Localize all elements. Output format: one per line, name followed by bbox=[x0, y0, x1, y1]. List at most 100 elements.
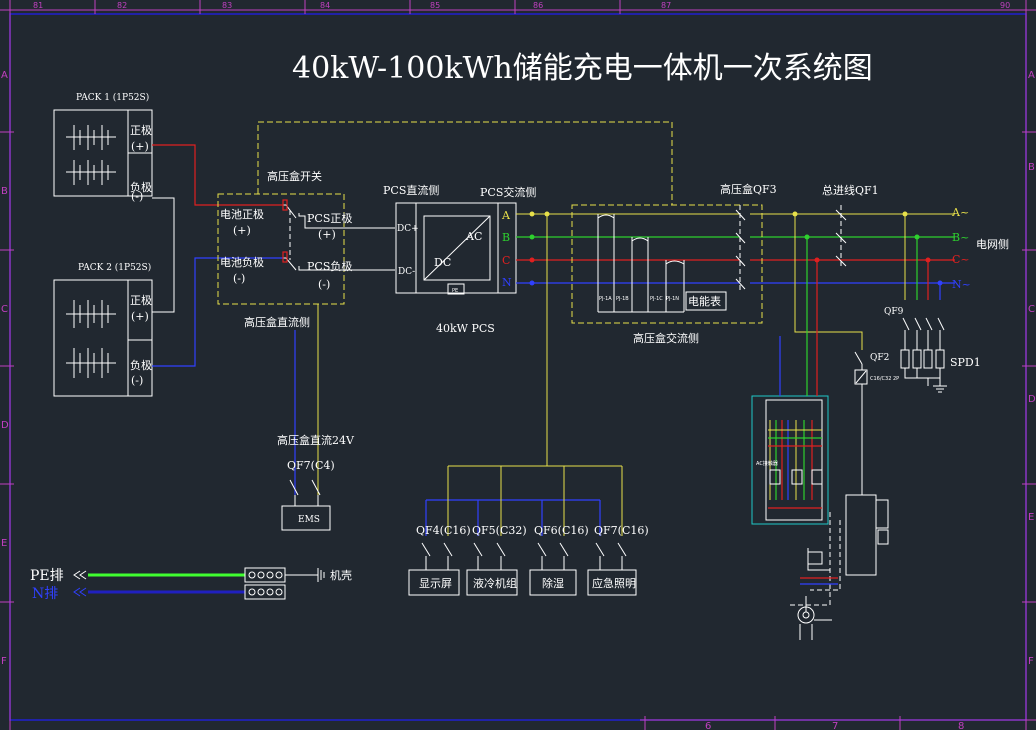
qf9-label: QF9 bbox=[884, 307, 904, 317]
pcs-dc-text: DC bbox=[434, 256, 451, 269]
ems-box bbox=[281, 505, 331, 531]
pcs-dcp-text: DC+ bbox=[397, 224, 419, 234]
bus-junction-dots bbox=[529, 211, 943, 286]
ct-label-1: PJ-1A bbox=[599, 296, 612, 302]
qf1-breaker bbox=[835, 205, 847, 268]
pcs-name: 40kW PCS bbox=[436, 322, 495, 335]
load-4-name: 应急照明 bbox=[592, 576, 636, 590]
grid-phase-n: N~ bbox=[952, 278, 971, 291]
spd1-label: SPD1 bbox=[950, 356, 981, 369]
pcs-phase-b: B bbox=[502, 231, 510, 244]
grid-phase-a: A~ bbox=[951, 206, 969, 219]
ruler-right-b: B bbox=[1028, 162, 1035, 173]
ruler-left-a: A bbox=[1, 70, 8, 81]
pcs-phase-a: A bbox=[501, 209, 511, 222]
load-3-qf: QF6(C16) bbox=[534, 524, 589, 537]
load-4-box bbox=[587, 569, 637, 596]
ems-label: EMS bbox=[298, 515, 320, 525]
diagram-title: 40kW-100kWh储能充电一体机一次系统图 bbox=[292, 51, 873, 86]
qf1-label: 总进线QF1 bbox=[822, 183, 879, 197]
hv-dc-switches bbox=[282, 199, 395, 271]
qf3-label: 高压盒QF3 bbox=[720, 182, 777, 196]
pack-2-neg-sign: (-) bbox=[131, 374, 143, 387]
pack2-neg-wire bbox=[152, 257, 283, 367]
pack1-pos-wire bbox=[152, 144, 283, 206]
spd-branch bbox=[900, 214, 947, 393]
pcs-phase-c: C bbox=[502, 254, 510, 267]
qf7-c4-label: QF7(C4) bbox=[287, 459, 335, 472]
load-2-box bbox=[466, 569, 518, 596]
ruler-top-4: 84 bbox=[320, 1, 330, 10]
ct-sensors bbox=[597, 214, 685, 313]
n-terminal-block bbox=[244, 584, 286, 600]
batt-neg-label: 电池负极 bbox=[220, 255, 264, 269]
qf2-label: QF2 bbox=[870, 353, 889, 363]
ruler-bottom-6: 6 bbox=[705, 721, 711, 730]
pack-2-name: PACK 2 (1P52S) bbox=[78, 262, 151, 273]
qf2-branch bbox=[794, 214, 868, 495]
contactor-note: AC接触器 bbox=[756, 460, 778, 467]
ac-contactor-box bbox=[751, 395, 829, 525]
load-4-qf: QF7(C16) bbox=[594, 524, 649, 537]
grid-side-label: 电网侧 bbox=[976, 238, 1009, 251]
pcs-pos-sign: (+) bbox=[318, 228, 336, 241]
chassis-label: 机壳 bbox=[330, 568, 352, 582]
dc24-label: 高压盒直流24V bbox=[277, 433, 355, 447]
ruler-left-b: B bbox=[1, 186, 8, 197]
ruler-left-e: E bbox=[1, 538, 7, 549]
load-3-name: 除湿 bbox=[542, 576, 564, 590]
qf2-note: C16/C32 2P bbox=[870, 376, 899, 382]
ruler-bottom-8: 8 bbox=[958, 721, 964, 730]
grid-phase-c: C~ bbox=[952, 253, 970, 266]
pe-bar-label: PE排 bbox=[30, 568, 64, 584]
ruler-left-f: F bbox=[1, 656, 7, 667]
pack-1-neg: 负极 bbox=[130, 180, 152, 194]
ruler-top-5: 85 bbox=[430, 1, 440, 10]
pcs-converter bbox=[423, 215, 491, 281]
ruler-top-3: 83 bbox=[222, 1, 232, 10]
n-bar-label: N排 bbox=[32, 586, 58, 602]
hv-dc-box-outline bbox=[217, 193, 345, 305]
load-3-box bbox=[529, 569, 577, 596]
energy-meter-box bbox=[685, 291, 727, 311]
qf7-c4-breaker bbox=[289, 479, 321, 506]
pcs-dcn-text: DC- bbox=[398, 267, 415, 277]
ct-label-4: PJ-1N bbox=[666, 296, 679, 302]
ruler-top-7: 87 bbox=[661, 1, 671, 10]
load-2-name: 液冷机组 bbox=[473, 576, 517, 590]
aux-drops bbox=[421, 466, 627, 570]
pe-terminal-block bbox=[244, 567, 286, 583]
ruler-top-1: 81 bbox=[33, 1, 43, 10]
load-2-qf: QF5(C32) bbox=[472, 524, 527, 537]
pack-series-wire bbox=[152, 197, 175, 313]
pcs-pos-label: PCS正极 bbox=[307, 211, 352, 225]
batt-pos-sign: (+) bbox=[233, 224, 251, 237]
pack-2-pos-sign: (+) bbox=[131, 310, 149, 323]
pcs-outer bbox=[395, 202, 517, 294]
pack-1-pos: 正极 bbox=[130, 123, 152, 137]
batt-pos-label: 电池正极 bbox=[220, 207, 264, 221]
pack-2-neg: 负极 bbox=[130, 358, 152, 372]
grid-phase-b: B~ bbox=[952, 231, 969, 244]
pack-2 bbox=[53, 279, 153, 397]
ct-label-3: PJ-1C bbox=[650, 296, 663, 302]
ruler-left-d: D bbox=[1, 420, 9, 431]
chassis-ground-icon bbox=[317, 568, 325, 582]
ruler-right-a: A bbox=[1028, 70, 1035, 81]
pcs-ac-text: AC bbox=[465, 230, 482, 243]
qf3-breaker bbox=[735, 205, 746, 290]
ruler-right-d: D bbox=[1028, 394, 1036, 405]
pack-1-pos-sign: (+) bbox=[131, 140, 149, 153]
pack-1-neg-sign: (-) bbox=[131, 190, 143, 203]
batt-neg-sign: (-) bbox=[233, 272, 245, 285]
hv-switch-label: 高压盒开关 bbox=[267, 169, 322, 183]
energy-meter-label: 电能表 bbox=[688, 294, 721, 308]
ruler-top-2: 82 bbox=[117, 1, 127, 10]
terminal-screws bbox=[248, 571, 283, 596]
pack-1 bbox=[53, 109, 153, 197]
ruler-left-c: C bbox=[1, 304, 8, 315]
load-1-box bbox=[408, 569, 460, 596]
control-loop-dashed bbox=[257, 121, 673, 205]
hv-ac-box-label: 高压盒交流侧 bbox=[633, 331, 699, 345]
